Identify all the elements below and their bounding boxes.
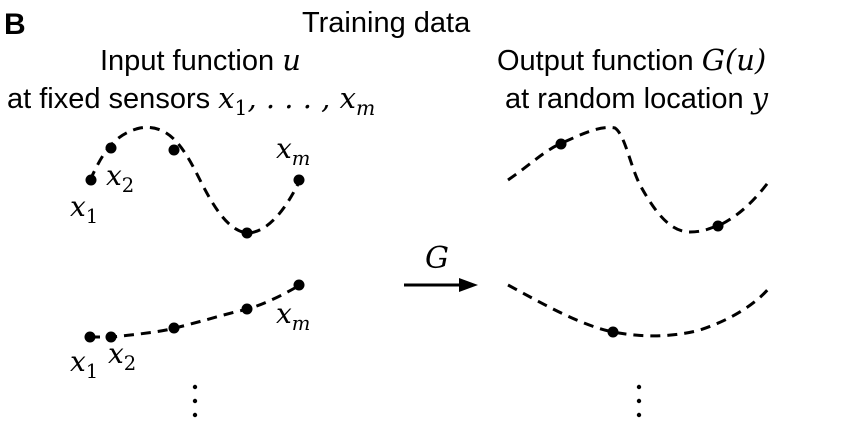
input-curve-1 <box>88 125 302 235</box>
sensor-point-4-ex1 <box>241 227 253 239</box>
output-point-y-ex1b <box>712 220 724 232</box>
output-curve-1 <box>507 125 772 234</box>
panel-label: B <box>4 8 26 41</box>
sensors-expression: x1, . . . , xm <box>218 81 375 119</box>
sensor-point-3-ex1 <box>168 144 180 156</box>
sub-m: m <box>355 96 376 121</box>
x-var: x <box>218 81 235 115</box>
label-x1-ex2: x1 <box>70 345 99 383</box>
sensors-mid: , . . . , x <box>247 81 356 115</box>
right-arrow-icon <box>404 278 478 292</box>
sensor-point-3-ex2 <box>168 322 180 334</box>
sensor-point-x2-ex2 <box>105 331 117 343</box>
label-x2-ex1: x2 <box>106 159 135 197</box>
output-point-y-ex1a <box>555 138 567 150</box>
sub-1: 1 <box>234 96 248 121</box>
input-var-u: u <box>282 43 301 77</box>
sensor-point-x2-ex1 <box>105 142 117 154</box>
output-ellipsis-icon <box>636 384 642 418</box>
sensor-point-xm-ex2 <box>293 279 305 291</box>
output-point-y-ex2 <box>607 326 619 338</box>
input-heading-text: Input function <box>100 45 275 77</box>
input-sensors-text: at fixed sensors <box>7 83 211 115</box>
operator-label-g: G <box>425 241 449 276</box>
input-heading-line2: at fixed sensors x1, . . . , xm <box>7 81 375 119</box>
sensor-point-x1-ex2 <box>84 331 96 343</box>
sensor-point-4-ex2 <box>241 303 253 315</box>
output-curve-2 <box>507 283 772 338</box>
sensor-point-xm-ex1 <box>293 174 305 186</box>
label-x1-ex1: x1 <box>70 190 99 228</box>
output-heading-text: Output function <box>497 45 694 77</box>
sensor-point-x1-ex1 <box>85 174 97 186</box>
location-var-y: y <box>751 81 769 115</box>
label-xm-ex2: xm <box>276 297 311 335</box>
output-heading-line2: at random location y <box>505 84 768 114</box>
output-heading-line1: Output function G(u) <box>497 46 766 76</box>
figure-title: Training data <box>302 7 471 39</box>
label-x2-ex2: x2 <box>108 337 137 375</box>
output-var-gu: G(u) <box>701 43 767 77</box>
input-heading-line1: Input function u <box>100 46 301 76</box>
input-curve-2 <box>90 283 301 339</box>
label-xm-ex1: xm <box>276 132 311 170</box>
output-location-text: at random location <box>505 83 744 115</box>
input-ellipsis-icon <box>192 384 198 418</box>
